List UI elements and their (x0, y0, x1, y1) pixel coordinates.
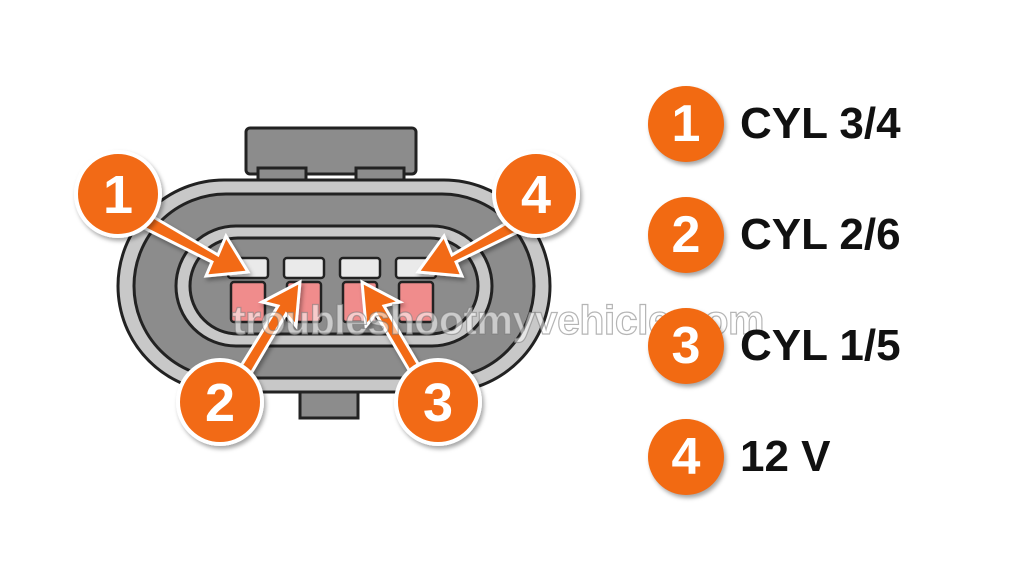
connector-diagram: 1 2 3 4 (74, 126, 580, 446)
callout-number-1: 1 (103, 165, 133, 225)
legend-label: CYL 1/5 (740, 321, 901, 370)
callout-arrow-2 (234, 279, 302, 385)
legend-item: 3 CYL 1/5 (648, 306, 901, 386)
legend-item: 4 12 V (648, 417, 831, 497)
callout-arrow-1 (142, 212, 251, 278)
legend-label: CYL 3/4 (740, 99, 901, 148)
legend-badge: 1 (648, 86, 724, 162)
callout-number-4: 4 (521, 165, 551, 225)
legend-item: 1 CYL 3/4 (648, 84, 901, 164)
legend-badge: 4 (648, 419, 724, 495)
legend-badge: 3 (648, 308, 724, 384)
callout-number-2: 2 (205, 373, 235, 433)
legend-label: CYL 2/6 (740, 210, 901, 259)
legend-label: 12 V (740, 432, 831, 481)
callout-badge-1 (74, 150, 162, 238)
callout-badge-3 (394, 358, 482, 446)
callout-badge-2 (176, 358, 264, 446)
legend-badge: 2 (648, 197, 724, 273)
callout-number-3: 3 (423, 373, 453, 433)
callout-arrow-4 (415, 212, 528, 278)
legend-item: 2 CYL 2/6 (648, 195, 901, 275)
callout-badge-4 (492, 150, 580, 238)
